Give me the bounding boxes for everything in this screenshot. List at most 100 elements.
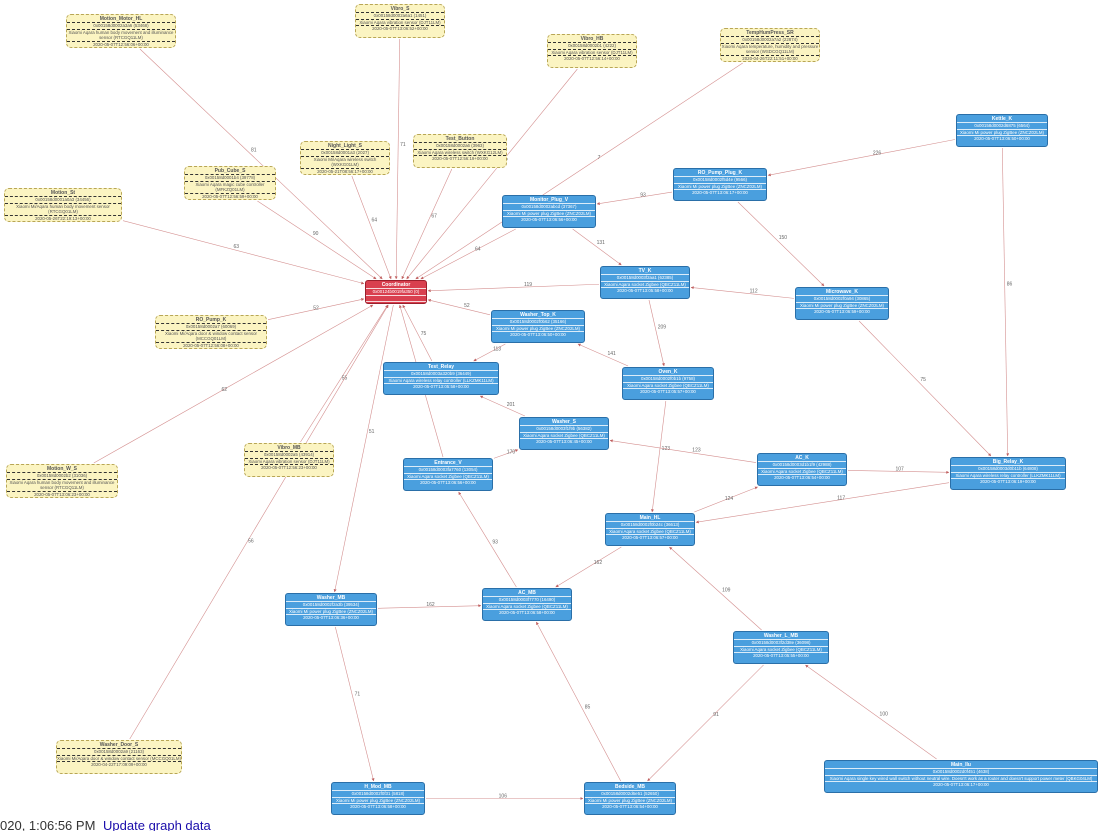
node-ieee-address: 0x00158d0002f0f31 (5818) xyxy=(332,791,424,798)
edge-vibro-mb-to-coord xyxy=(300,304,388,443)
node-last-seen: 2020-05-07T13:06:19+00:00 xyxy=(980,479,1036,485)
edge-kettle-k-to-big-relay-k xyxy=(1002,147,1010,457)
edge-oven-k-to-washer-top-k xyxy=(577,343,629,367)
node-model: Xiaomi Aqara wireless relay controller (… xyxy=(384,378,498,385)
edge-lqi-label: 86 xyxy=(1007,282,1013,288)
update-graph-data-link[interactable]: Update graph data xyxy=(103,820,211,831)
edge-vibro-s-to-coord xyxy=(394,38,401,280)
edge-washer-mb-to-h-mod-mb xyxy=(335,626,375,782)
node-model: Xiaomi Mi power plug ZigBee (ZNCZ02LM) xyxy=(957,130,1047,137)
edge-lqi-label: 117 xyxy=(837,496,845,502)
node-model: Xiaomi Mi power plug ZigBee (ZNCZ02LM) xyxy=(492,326,584,333)
edge-lqi-label: 52 xyxy=(464,303,470,309)
node-ieee-address: 0x00158d0002a6 (3963) xyxy=(414,143,506,150)
node-ieee-address: 0x00158d0002abcd (37367) xyxy=(503,204,595,211)
edge-lqi-label: 107 xyxy=(895,466,904,472)
edge-ac-mb-to-entrance-v xyxy=(458,491,517,588)
edge-lqi-label: 52 xyxy=(313,305,319,311)
node-last-seen: 2020-05-07T13:06:54+00:00 xyxy=(602,804,658,810)
edge-washer-top-k-to-test-relay xyxy=(473,343,506,362)
edge-lqi-label: 170 xyxy=(507,449,516,455)
edge-night-light-s-to-coord xyxy=(351,175,392,280)
node-ieee-address: 0x00158d0001a3 (2027) xyxy=(301,150,389,157)
node-last-seen: 2020-05-07T13:06:56+00:00 xyxy=(366,302,426,303)
node-model: Xiaomi Mi/Aqara human body movement sens… xyxy=(5,204,121,216)
edge-pub-cube-s-to-coord xyxy=(257,200,377,280)
node-last-seen: 2020-05-07T13:06:54+00:00 xyxy=(774,475,830,481)
node-title: Washer_Door_S xyxy=(57,741,181,750)
edge-monitor-plug-v-to-tv-k xyxy=(572,228,622,266)
node-last-seen: 2020-05-07T13:06:56+00:00 xyxy=(521,217,577,223)
edge-lqi-label: 93 xyxy=(640,192,646,198)
node-model: Xiaomi Mi/Aqara door & window contact se… xyxy=(156,331,266,343)
node-last-seen: 2020-05-07T12:56:08+00:00 xyxy=(183,342,239,348)
node-model: Xiaomi Aqara socket Zigbee (QBCZ11LM) xyxy=(734,647,828,654)
edge-lqi-label: 113 xyxy=(493,347,501,353)
edge-lqi-label: 119 xyxy=(524,282,532,288)
edge-lqi-label: 226 xyxy=(873,151,882,157)
node-ieee-address: 0x00158d0002a7a2 (22874) xyxy=(721,37,819,44)
node-last-seen: 2020-05-07T13:06:23+00:00 xyxy=(34,491,90,497)
edge-tv-k-to-oven-k xyxy=(648,299,665,367)
node-ieee-address: 0x00158d0002a6a1 (1451) xyxy=(356,13,444,20)
edge-washer-top-k-to-coord xyxy=(427,298,491,316)
edge-lqi-label: 123 xyxy=(692,448,701,454)
node-title: H_Mod_MB xyxy=(332,783,424,792)
node-last-seen: 2020-04-22T17:09:09+00:00 xyxy=(91,762,147,768)
edge-motion-st-to-coord xyxy=(122,220,365,285)
node-last-seen: 2020-05-07T13:06:17+00:00 xyxy=(933,782,989,788)
node-model: Xiaomi Mi/Aqara door & window contact se… xyxy=(57,755,181,763)
edge-kettle-k-to-ro-pump-plug-k xyxy=(767,139,956,177)
node-last-seen: 2020-05-07T13:06:17+00:00 xyxy=(692,190,748,196)
edge-motion-w-s-to-coord xyxy=(93,304,374,464)
node-last-seen: 2020-05-07T13:05:55+00:00 xyxy=(753,653,809,659)
node-title: Vibro_HB xyxy=(548,35,636,44)
node-ieee-address: 0x00158d0002a5 (43914) xyxy=(245,452,333,459)
node-model: Xiaomi Aqara temperature, humidity and p… xyxy=(721,43,819,56)
node-title: Kettle_K xyxy=(957,115,1047,124)
edge-lqi-label: 75 xyxy=(920,377,926,383)
node-title: Test_Relay xyxy=(384,363,498,372)
edge-lqi-label: 91 xyxy=(713,712,719,718)
node-title: Vibro_S xyxy=(356,5,444,14)
edge-monitor-plug-v-to-coord xyxy=(420,228,516,280)
edge-lqi-label: 71 xyxy=(400,142,406,148)
edge-lqi-label: 162 xyxy=(594,560,603,566)
edge-lqi-label: 71 xyxy=(355,691,361,697)
node-model: Xiaomi Aqara socket Zigbee (QBCZ11LM) xyxy=(606,529,694,536)
node-ieee-address: 0x00158d0003f7770 (16490) xyxy=(483,597,571,604)
edge-entrance-v-to-washer-s xyxy=(493,449,519,459)
